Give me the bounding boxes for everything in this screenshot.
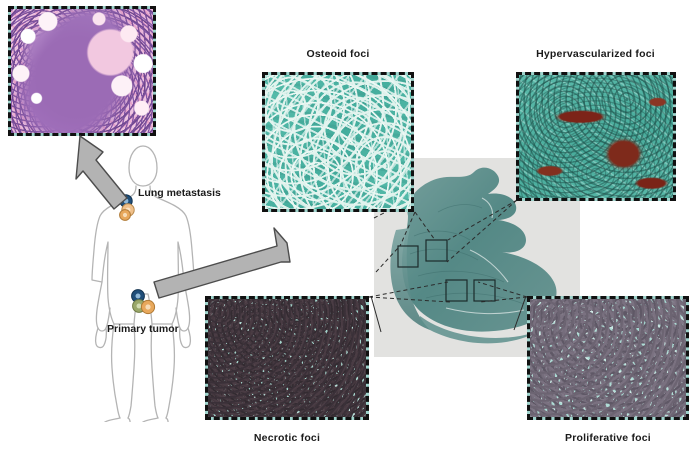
proliferative-histology-image: [530, 299, 686, 417]
panel-lung-metastasis[interactable]: [8, 6, 156, 136]
body-leg-left: [110, 323, 121, 419]
label-lung-metastasis: Lung metastasis: [138, 187, 221, 199]
body-head: [128, 145, 158, 187]
panel-proliferative[interactable]: [527, 296, 689, 420]
arrow-to-lung-metastasis: [75, 135, 128, 210]
hypervascularized-histology-image: [519, 75, 673, 198]
arrow-to-primary-tumor: [153, 227, 291, 299]
panel-necrotic[interactable]: [205, 296, 369, 420]
caption-osteoid: Osteoid foci: [306, 48, 370, 60]
caption-proliferative: Proliferative foci: [565, 432, 651, 444]
body-hand-right: [178, 327, 192, 349]
human-body-diagram: [91, 145, 195, 422]
lung-metastasis-histology-image: [11, 9, 153, 133]
body-leg-right: [150, 323, 159, 419]
body-foot-right: [142, 417, 169, 422]
panel-hypervascularized[interactable]: [516, 72, 676, 201]
caption-necrotic: Necrotic foci: [253, 432, 321, 444]
caption-hypervascularized: Hypervascularized foci: [536, 48, 655, 60]
panel-osteoid[interactable]: [262, 72, 414, 212]
label-primary-tumor: Primary tumor: [107, 323, 179, 335]
primary-tumor-marker[interactable]: [128, 288, 160, 320]
body-hand-left: [94, 327, 108, 349]
necrotic-histology-image: [208, 299, 366, 417]
osteoid-histology-image: [265, 75, 411, 209]
body-foot-left: [104, 417, 131, 422]
